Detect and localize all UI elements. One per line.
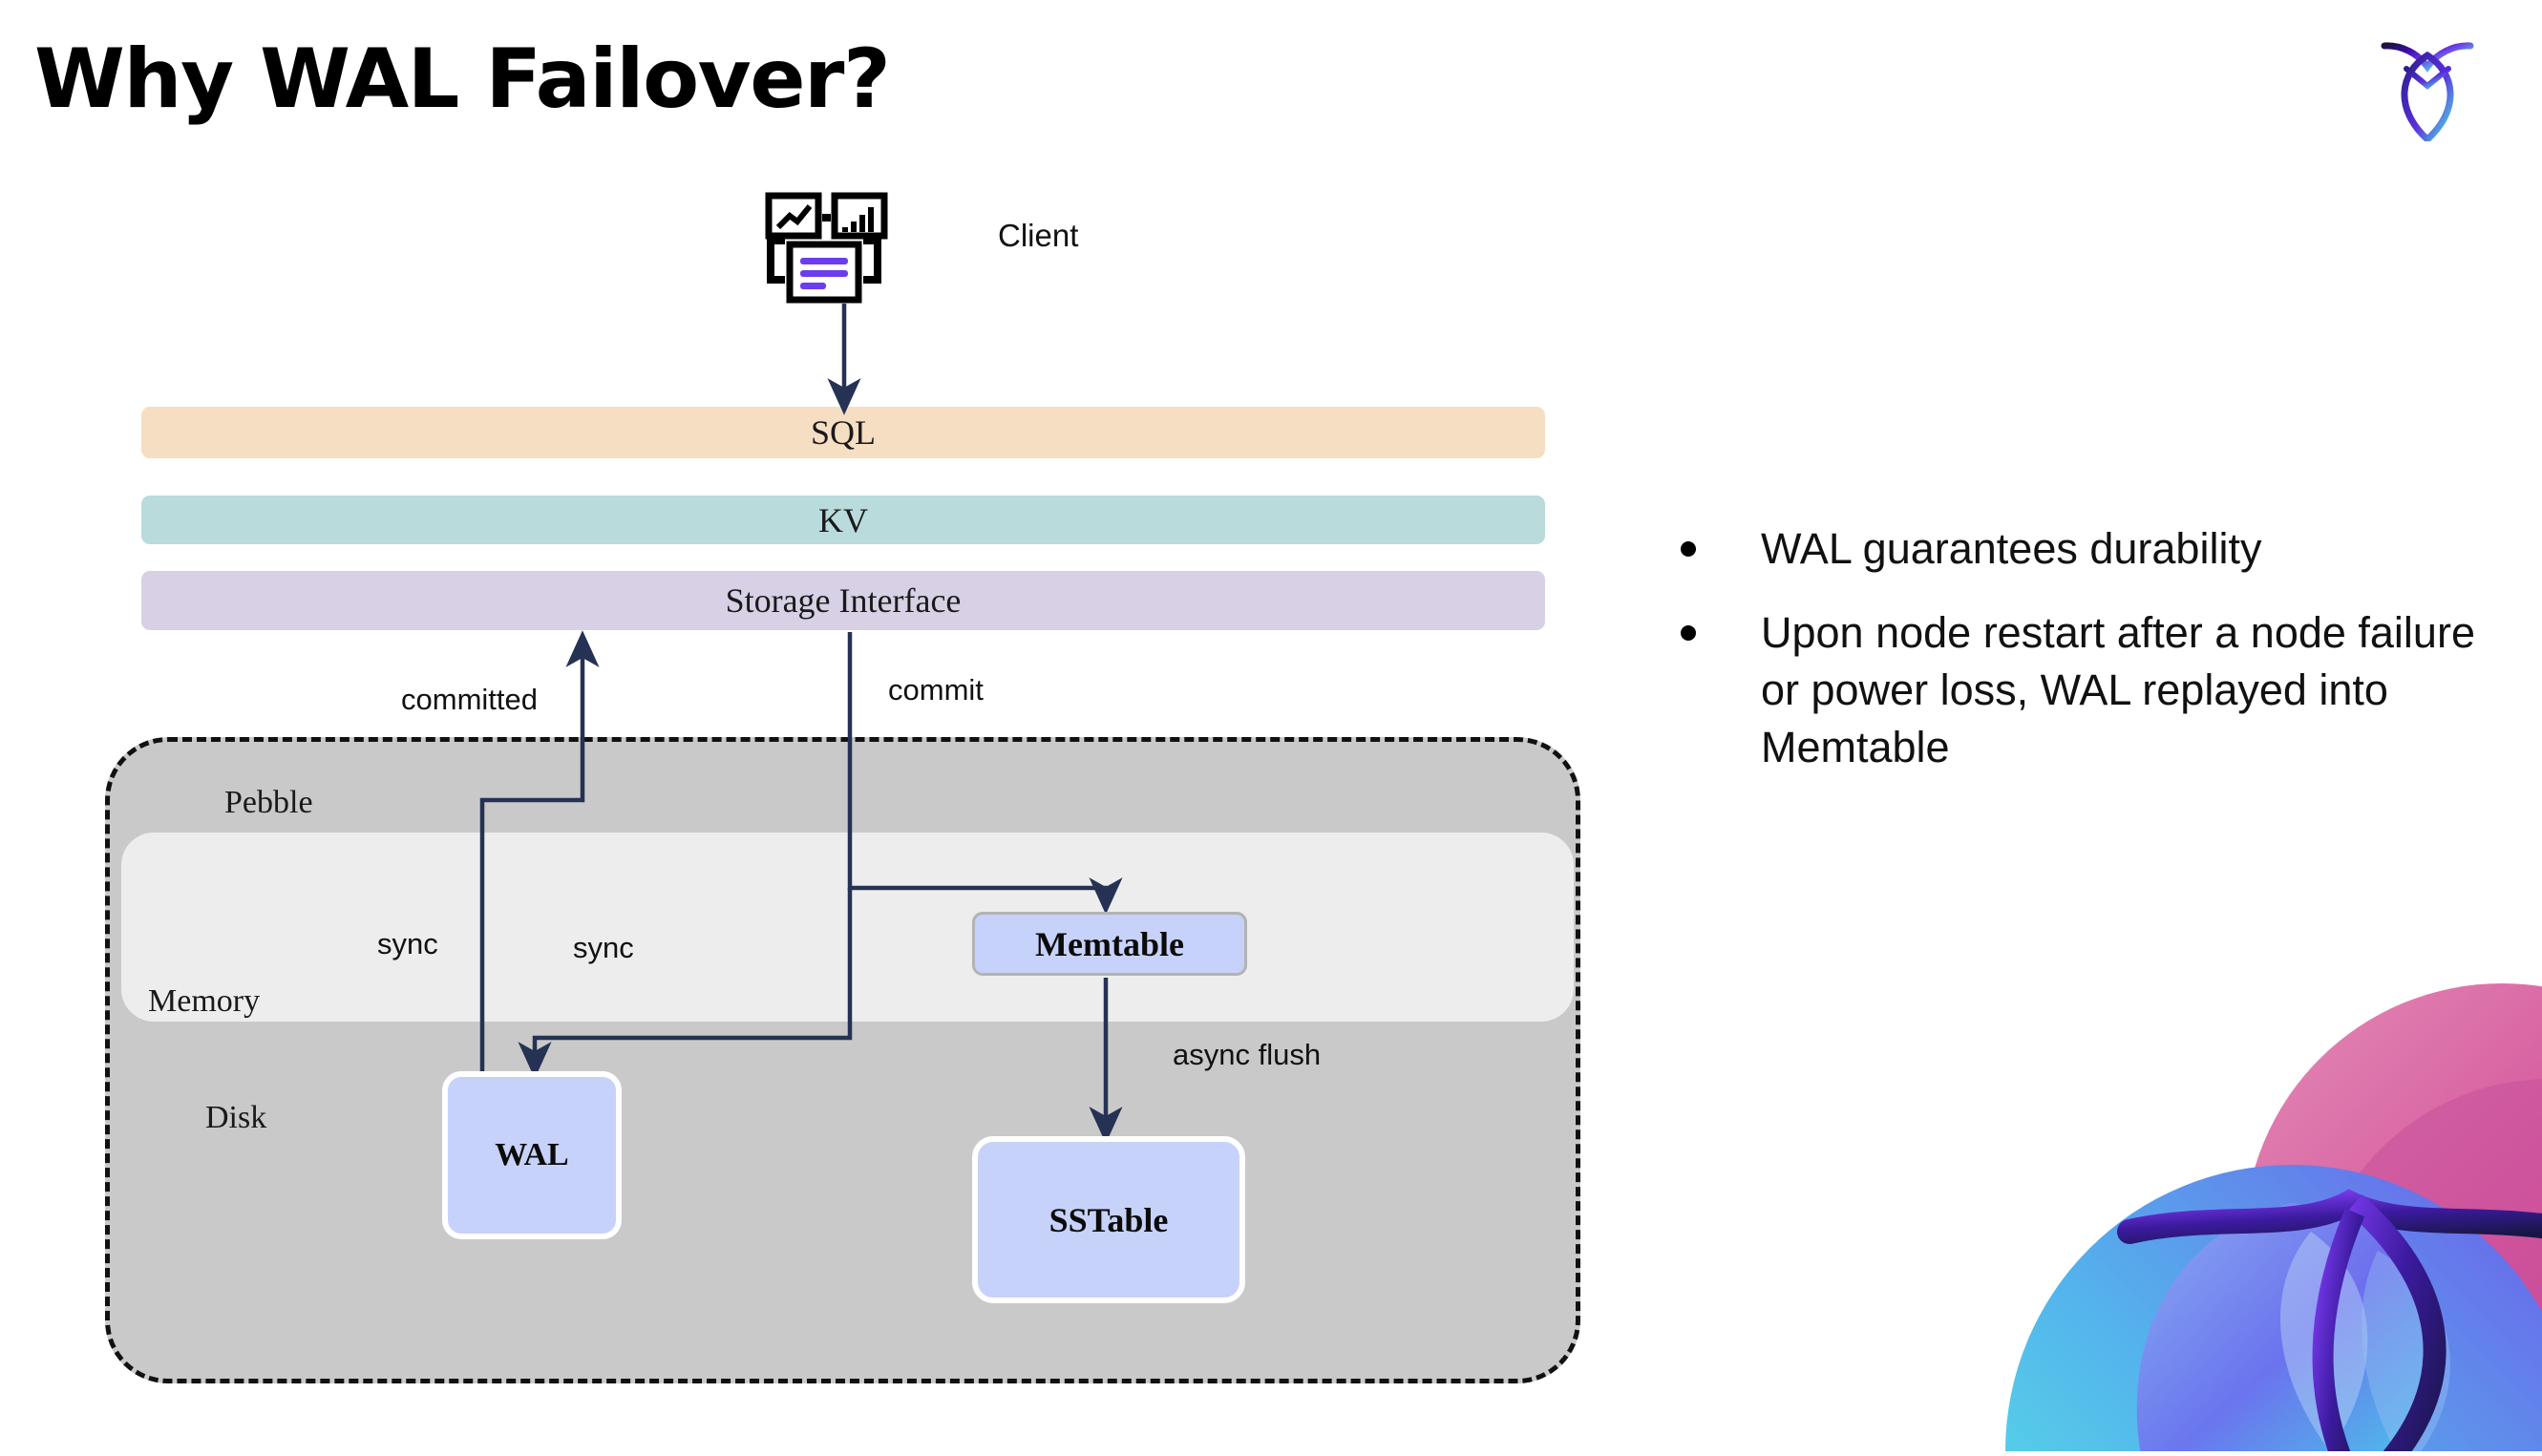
page-title: Why WAL Failover? [34,32,891,127]
node-sstable-label: SSTable [1049,1200,1169,1239]
edge-label-committed: committed [401,683,538,716]
client-dashboard-icon [764,191,917,306]
memory-label: Memory [148,983,261,1019]
list-item: Upon node restart after a node failure o… [1681,604,2502,776]
layer-bar-sql-label: SQL [810,413,876,452]
node-sstable: SSTable [972,1136,1245,1303]
bullet-text: Upon node restart after a node failure o… [1761,607,2475,771]
pebble-container: Pebble Memory Disk [105,737,1580,1383]
node-memtable: Memtable [972,912,1247,976]
layer-bar-storage-interface-label: Storage Interface [725,581,962,620]
client-label: Client [998,218,1079,253]
node-wal: WAL [442,1071,622,1239]
cockroachdb-decorative-mark-icon [1929,917,2542,1451]
edge-label-sync-1: sync [377,927,438,960]
bullet-text: WAL guarantees durability [1761,524,2262,573]
cockroachdb-logo-icon [2375,27,2480,144]
bullet-dot-icon [1681,624,1696,641]
layer-bar-kv: KV [141,496,1545,544]
node-memtable-label: Memtable [1035,924,1184,963]
layer-bar-storage-interface: Storage Interface [141,571,1545,630]
edge-label-commit: commit [888,673,984,707]
edge-label-async-flush: async flush [1173,1038,1322,1071]
node-wal-label: WAL [495,1137,569,1172]
disk-label: Disk [205,1100,267,1135]
memory-region [121,833,1574,1022]
layer-bar-kv-label: KV [818,500,868,539]
layer-bar-sql: SQL [141,407,1545,458]
pebble-label: Pebble [224,785,313,820]
list-item: WAL guarantees durability [1681,520,2502,578]
slide-canvas: Why WAL Failover? [34,27,2542,1451]
bullet-list: WAL guarantees durability Upon node rest… [1681,520,2502,802]
edge-label-sync-2: sync [573,931,634,964]
bullet-dot-icon [1681,541,1696,557]
